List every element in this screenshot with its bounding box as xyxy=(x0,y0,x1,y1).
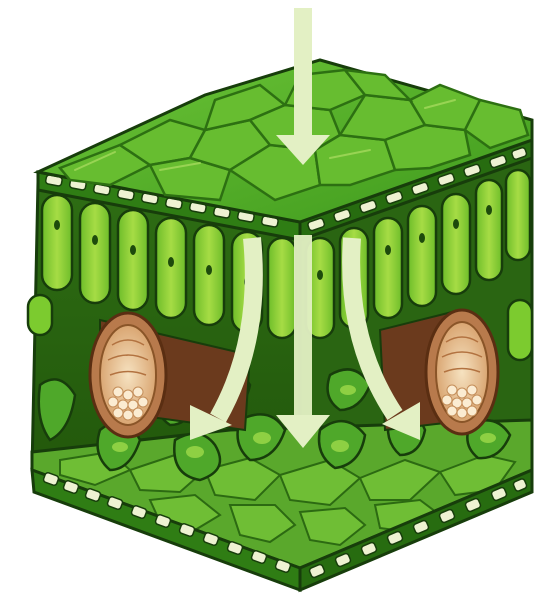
leaf-cross-section-svg xyxy=(0,0,535,612)
leaf-cross-section-diagram xyxy=(0,0,535,612)
